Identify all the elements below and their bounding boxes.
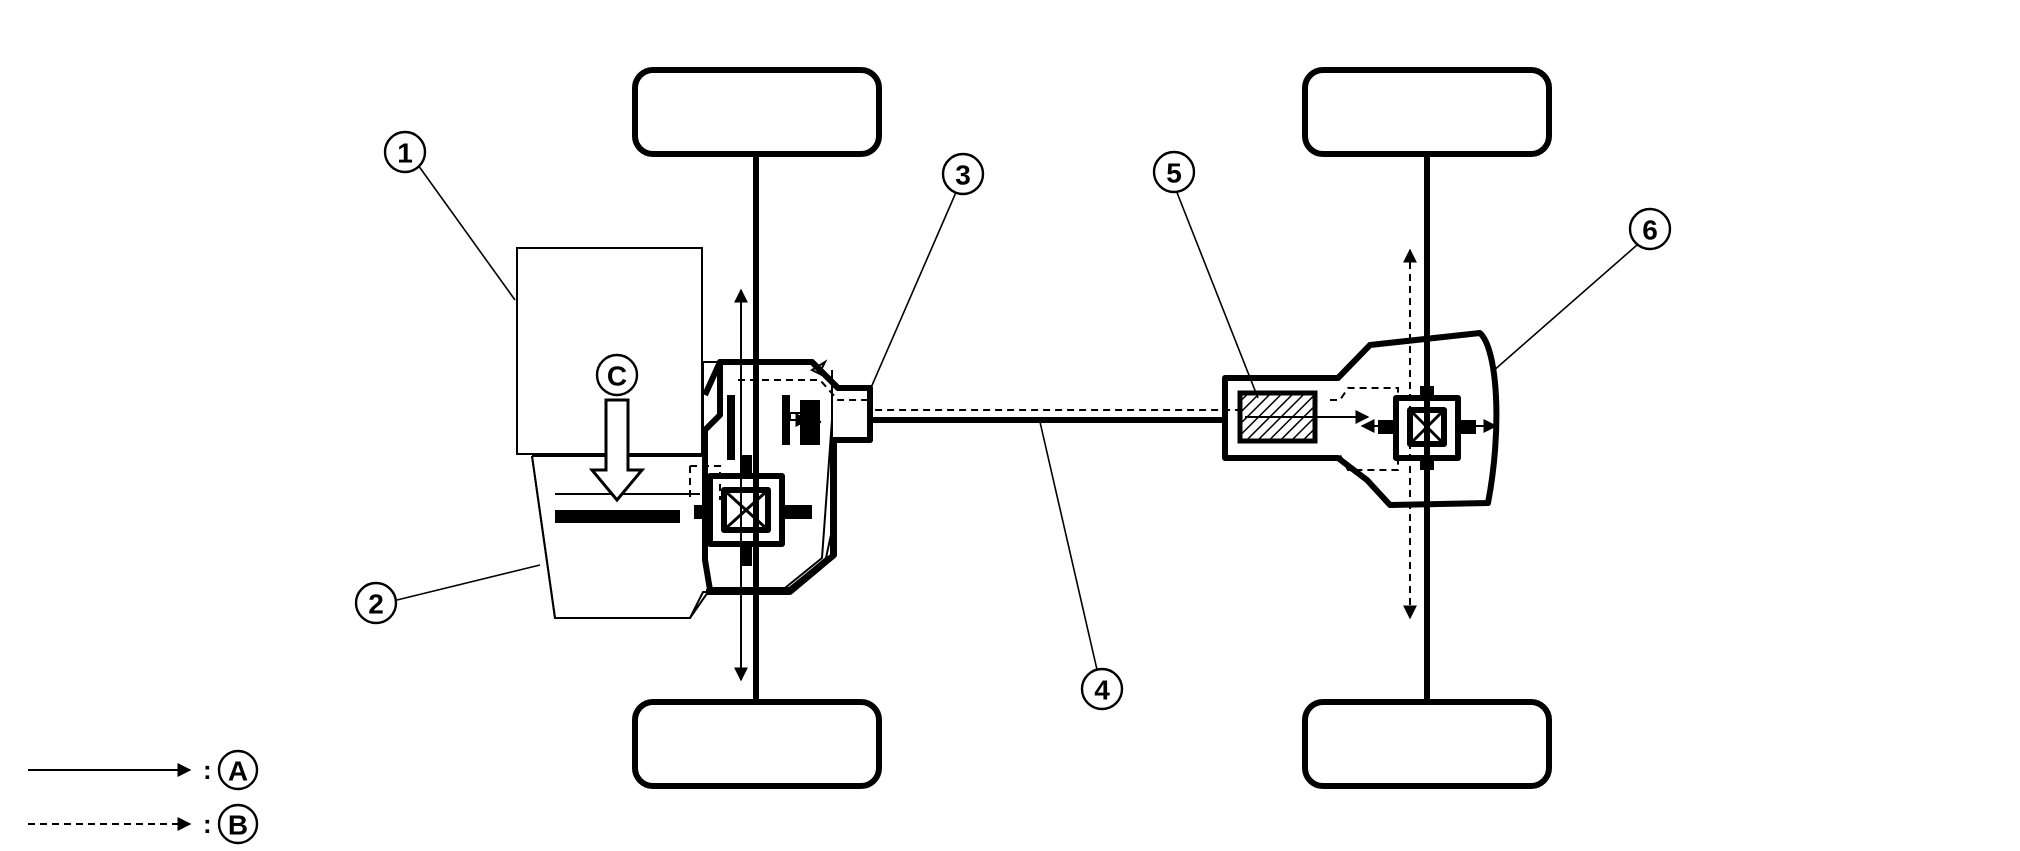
rear-left-wheel [1302, 67, 1552, 157]
legend-solid-letter: A [228, 756, 248, 787]
callout-3: 3 [941, 152, 985, 196]
callout-6-label: 6 [1642, 215, 1658, 246]
front-right-wheel [632, 699, 882, 789]
callout-4-label: 4 [1094, 675, 1110, 706]
transaxle-mainshaft [555, 510, 680, 523]
transaxle-housing [532, 361, 717, 457]
callout-3-label: 3 [955, 160, 971, 191]
callout-6: 6 [1628, 207, 1672, 251]
callout-5: 5 [1152, 150, 1196, 194]
legend-solid-separator: : [203, 755, 212, 785]
front-left-wheel [632, 67, 882, 157]
callout-1-label: 1 [397, 138, 413, 169]
callout-5-label: 5 [1166, 158, 1182, 189]
transfer-gears [727, 395, 822, 460]
legend-dashed-letter: B [228, 810, 248, 841]
callout-4: 4 [1080, 667, 1124, 711]
legend: : A : B [28, 749, 259, 845]
legend-solid: : A [28, 749, 259, 791]
legend-dashed-separator: : [203, 809, 212, 839]
torque-path-dashed [689, 248, 1417, 620]
callout-2: 2 [354, 581, 398, 625]
legend-dashed: : B [28, 803, 259, 845]
callout-1: 1 [383, 130, 427, 174]
rear-differential-housing [1222, 330, 1500, 508]
callout-c-label: C [607, 361, 627, 392]
callout-2-label: 2 [368, 589, 384, 620]
callout-c: C [595, 353, 639, 397]
input-arrow-c [588, 398, 646, 503]
transfer-case-outline [702, 359, 873, 595]
leader-lines [396, 164, 1638, 675]
front-axle-assembly [632, 67, 882, 789]
rear-right-wheel [1302, 699, 1552, 789]
rear-differential [1378, 386, 1476, 470]
torque-path-solid [734, 288, 1498, 682]
